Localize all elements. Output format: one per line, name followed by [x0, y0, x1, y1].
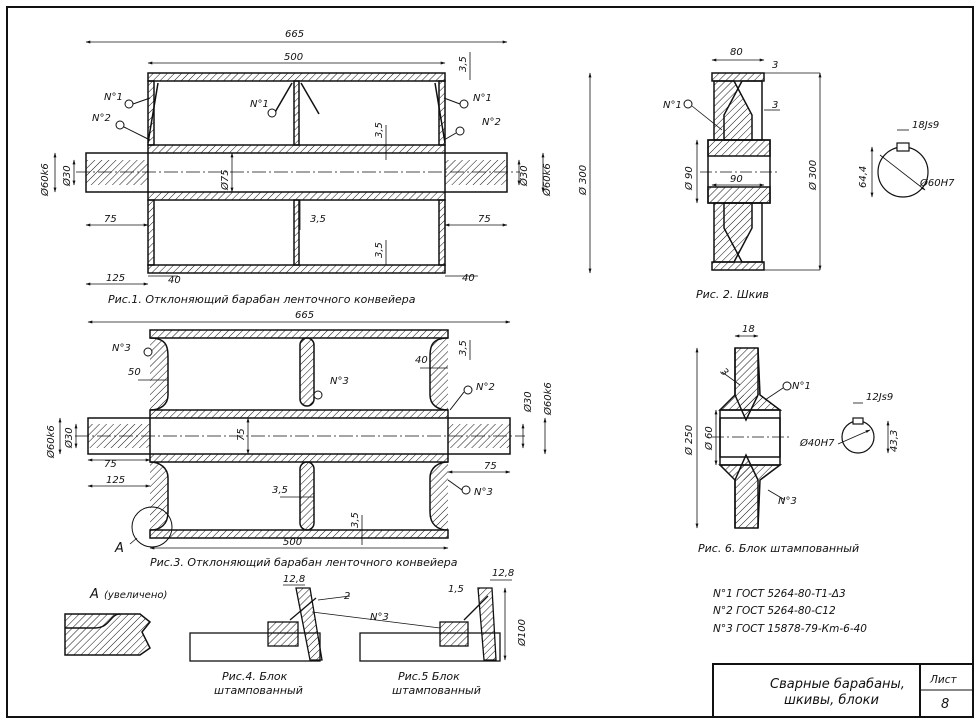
fig2-dim-3-top: 3	[772, 60, 778, 71]
sheet-frame	[6, 6, 974, 718]
fig1-dim-500: 500	[284, 52, 303, 63]
fig3-detail-marker: A	[114, 541, 124, 556]
fig3-drum	[75, 329, 525, 548]
fig3-weld-n3-left: N°3	[112, 343, 131, 354]
fig5-caption-2: штампованный	[392, 684, 481, 697]
fig4-caption-1: Рис.4. Блок	[222, 670, 288, 683]
keyway1-slot: 18Js9	[912, 120, 939, 131]
fig1-dim-t-bot: 3,5	[374, 242, 385, 258]
fig5-dim-dia: Ø100	[516, 619, 528, 647]
fig3-dim-125: 125	[106, 475, 125, 486]
fig1-dim-40-left: 40	[168, 275, 181, 286]
fig2-weld-n1: N°1	[663, 100, 682, 111]
fig5-caption-1: Рис.5 Блок	[398, 670, 460, 683]
fig3-dim-665: 665	[295, 310, 314, 321]
fig2-dim-3-mid: 3	[772, 100, 778, 111]
fig5-block	[359, 579, 512, 662]
keyway2-slot: 12Js9	[866, 392, 893, 403]
sheet-label: Лист	[929, 674, 957, 686]
title-line-1: Сварные барабаны,	[770, 677, 905, 692]
weld-note-3: N°3 ГОСТ 15878-79-Кm-6-40	[713, 623, 867, 635]
fig1-dim-shaft-r: Ø60k6	[541, 163, 553, 197]
fig6-weld-n1: N°1	[792, 381, 811, 392]
weld-note-1: N°1 ГОСТ 5264-80-Т1-Δ3	[713, 588, 846, 600]
fig1-dim-hub: Ø75	[219, 169, 231, 191]
keyway1-section	[870, 129, 929, 198]
fig1-weld-n1-right: N°1	[473, 93, 492, 104]
fig1-dim-t-mid: 3,5	[374, 122, 385, 138]
fig3-dim-bore-right: Ø30	[522, 391, 534, 413]
fig4-block	[189, 584, 351, 662]
detailA-view	[64, 613, 152, 656]
fig3-dim-t2: 3,5	[272, 485, 288, 496]
fig3-dim-hub: 75	[236, 428, 247, 441]
fig6-dim-18: 18	[742, 324, 755, 335]
fig5-dim-t: 1,5	[448, 584, 464, 595]
fig1-dim-75-left: 75	[104, 214, 117, 225]
fig6-dim-outer: Ø 250	[683, 425, 695, 456]
detailA-label: A	[89, 587, 99, 602]
keyway2-depth: 43,3	[889, 430, 900, 452]
fig1-dim-bore-r: Ø30	[518, 165, 530, 187]
title-block	[712, 663, 974, 718]
fig5-dim-w: 12,8	[492, 568, 514, 579]
fig2-dim-90: 90	[730, 174, 743, 185]
fig1-dim-outer: Ø 300	[577, 165, 589, 196]
fig1-dim-bore: Ø30	[61, 165, 73, 187]
title-line-2: шкивы, блоки	[784, 693, 879, 708]
fig3-dim-75-right: 75	[484, 461, 497, 472]
fig6-weld-n3: N°3	[778, 496, 797, 507]
keyway1-dia: Ø60H7	[919, 177, 955, 189]
fig1-weld-n1-left: N°1	[104, 92, 123, 103]
fig1-caption: Рис.1. Отклоняющий барабан ленточного ко…	[108, 293, 416, 306]
fig4-dim-n: 2	[344, 591, 350, 602]
weld-note-2: N°2 ГОСТ 5264-80-С12	[713, 605, 836, 617]
fig3-weld-n3-center: N°3	[330, 376, 349, 387]
fig2-dim-bore: Ø 90	[683, 166, 695, 191]
fig4-caption-2: штампованный	[214, 684, 303, 697]
fig1-drum	[76, 72, 520, 274]
fig1-dim-t-rib: 3,5	[310, 214, 326, 225]
fig3-weld-n2: N°2	[476, 382, 495, 393]
fig1-weld-n2-right: N°2	[482, 117, 501, 128]
fig2-dim-80: 80	[730, 47, 743, 58]
sheet-number: 8	[941, 697, 949, 712]
fig1-dim-shaft: Ø60k6	[39, 163, 51, 197]
keyway1-depth: 64,4	[858, 166, 869, 188]
fig4-dim-w: 12,8	[283, 574, 305, 585]
fig3-dim-75-left: 75	[104, 459, 117, 470]
fig4-weld-n3: N°3	[370, 612, 389, 623]
keyway2-dia: Ø40H7	[799, 437, 835, 449]
fig1-weld-n2-left: N°2	[92, 113, 111, 124]
fig3-dim-t3: 3,5	[350, 512, 361, 528]
fig3-dim-40: 40	[415, 355, 428, 366]
fig3-dim-bore-left: Ø30	[63, 427, 75, 449]
fig1-dim-125: 125	[106, 273, 125, 284]
fig3-dim-500: 500	[283, 537, 302, 548]
fig3-dim-t1: 3,5	[458, 340, 469, 356]
fig1-weld-n1-center: N°1	[250, 99, 269, 110]
fig1-dim-665: 665	[285, 29, 304, 40]
fig6-block	[712, 347, 790, 529]
fig3-dim-shaft-left: Ø60k6	[45, 425, 57, 459]
fig3-dim-50: 50	[128, 367, 141, 378]
fig3-caption: Рис.3. Отклоняющий барабан ленточного ко…	[150, 556, 458, 569]
fig6-caption: Рис. 6. Блок штампованный	[698, 542, 859, 555]
fig1-dim-75-right: 75	[478, 214, 491, 225]
detailA-note: (увеличено)	[104, 590, 167, 601]
fig2-dim-outer: Ø 300	[807, 160, 819, 191]
fig1-dim-t-top: 3,5	[458, 56, 469, 72]
fig3-weld-n3-right: N°3	[474, 487, 493, 498]
fig2-caption: Рис. 2. Шкив	[696, 288, 769, 301]
fig2-pulley	[700, 72, 780, 271]
fig6-dim-bore: Ø 60	[703, 426, 715, 451]
fig1-dim-40-right: 40	[462, 273, 475, 284]
fig3-dim-shaft-right: Ø60k6	[542, 382, 554, 416]
keyway2-section	[837, 402, 890, 454]
